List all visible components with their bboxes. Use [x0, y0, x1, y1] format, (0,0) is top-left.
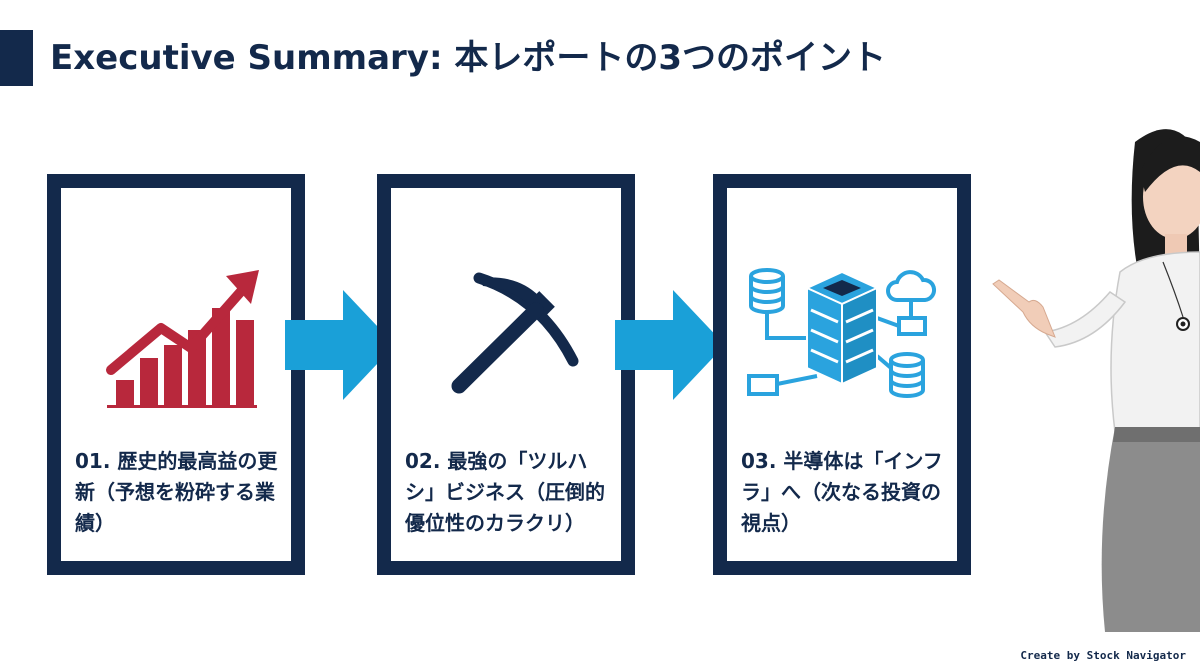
arrow-right-icon	[615, 290, 725, 400]
point-text-2: 02. 最強の「ツルハシ」ビジネス（圧倒的優位性のカラクリ）	[405, 449, 605, 535]
point-text-1: 01. 歴史的最高益の更新（予想を粉砕する業績）	[75, 449, 278, 535]
point-text-3: 03. 半導体は「インフラ」へ（次なる投資の視点）	[741, 449, 943, 535]
page-title: Executive Summary: 本レポートの3つのポイント	[50, 38, 887, 78]
growth-chart-icon	[106, 270, 259, 408]
presenter-illustration	[992, 129, 1200, 632]
credit-text: Create by Stock Navigator	[1020, 649, 1186, 662]
arrow-right-icon	[285, 290, 395, 400]
point-card-2: 02. 最強の「ツルハシ」ビジネス（圧倒的優位性のカラクリ）	[377, 174, 635, 575]
pickaxe-icon	[451, 272, 579, 394]
server-network-icon	[747, 268, 936, 398]
point-card-3: 03. 半導体は「インフラ」へ（次なる投資の視点）	[713, 174, 971, 575]
point-card-1: 01. 歴史的最高益の更新（予想を粉砕する業績）	[47, 174, 305, 575]
title-accent-bar	[0, 30, 33, 86]
